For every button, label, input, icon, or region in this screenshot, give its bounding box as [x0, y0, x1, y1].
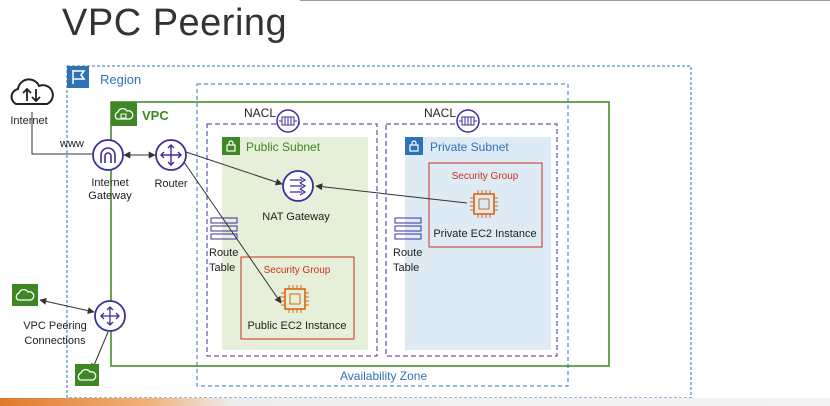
nacl-label-public: NACL	[244, 106, 276, 120]
link-internet-igw	[31, 112, 92, 155]
private-nacl-box	[385, 123, 558, 357]
ec2-chip-icon	[470, 190, 498, 218]
svg-text:Route: Route	[393, 247, 422, 259]
nat-gateway-icon	[282, 170, 314, 202]
security-group-private-label: Security Group	[452, 171, 519, 182]
private-subnet-label: Private Subnet	[430, 140, 509, 154]
vpc-cloud-icon	[111, 102, 137, 126]
route-table-icon	[210, 217, 238, 240]
vpc-peering-label: VPC Peering Connections	[23, 320, 87, 347]
vpc-label: VPC	[142, 108, 169, 123]
nacl-label-private: NACL	[424, 106, 456, 120]
top-divider	[300, 0, 830, 1]
availability-zone-box	[196, 83, 569, 387]
vpc-box	[110, 101, 610, 367]
availability-zone-label: Availability Zone	[340, 369, 427, 383]
svg-text:VPC Peering: VPC Peering	[23, 320, 87, 332]
region-label: Region	[100, 72, 141, 87]
link-private-ec2-nat	[315, 183, 468, 204]
nat-gateway-label: NAT Gateway	[262, 211, 330, 223]
svg-text:Table: Table	[393, 262, 419, 274]
link-router-public-ec2	[183, 161, 282, 304]
cloud-updown-icon	[10, 78, 54, 105]
router-icon	[155, 139, 187, 171]
security-group-public-label: Security Group	[264, 265, 331, 276]
svg-text:Internet: Internet	[91, 177, 128, 189]
lock-icon	[405, 137, 423, 155]
link-peering-vpc2	[91, 331, 109, 371]
svg-text:Gateway: Gateway	[88, 190, 132, 202]
svg-text:Route: Route	[209, 247, 238, 259]
router-label: Router	[154, 178, 187, 190]
connections	[31, 112, 468, 371]
link-vpc-peering	[39, 297, 95, 315]
vpc-cloud-icon	[12, 284, 38, 306]
bottom-accent-bar	[0, 398, 830, 406]
lock-icon	[222, 137, 240, 155]
security-group-private-box	[428, 162, 543, 248]
www-label: www	[59, 138, 84, 150]
nacl-icon	[456, 109, 480, 133]
internet-label: Internet	[10, 115, 47, 127]
private-ec2-label: Private EC2 Instance	[433, 228, 536, 240]
route-table-private-label: Route Table	[393, 247, 422, 274]
link-router-nat	[185, 151, 283, 186]
nacl-icon	[276, 109, 300, 133]
public-subnet-label: Public Subnet	[246, 140, 321, 154]
vpc-cloud-icon	[75, 364, 99, 386]
svg-text:Connections: Connections	[24, 335, 86, 347]
slide-title: VPC Peering	[62, 2, 288, 44]
internet-gateway-icon	[92, 139, 124, 171]
route-table-public-label: Route Table	[209, 247, 238, 274]
public-ec2-label: Public EC2 Instance	[247, 320, 346, 332]
vpc-peering-icon	[94, 300, 126, 332]
flag-icon	[67, 66, 89, 88]
route-table-icon	[394, 217, 422, 240]
ec2-chip-icon	[281, 285, 309, 313]
public-subnet-fill	[222, 137, 368, 350]
internet-gateway-label: Internet Gateway	[88, 177, 132, 202]
svg-text:Table: Table	[209, 262, 235, 274]
private-subnet-fill	[405, 137, 551, 350]
security-group-public-box	[240, 256, 355, 340]
